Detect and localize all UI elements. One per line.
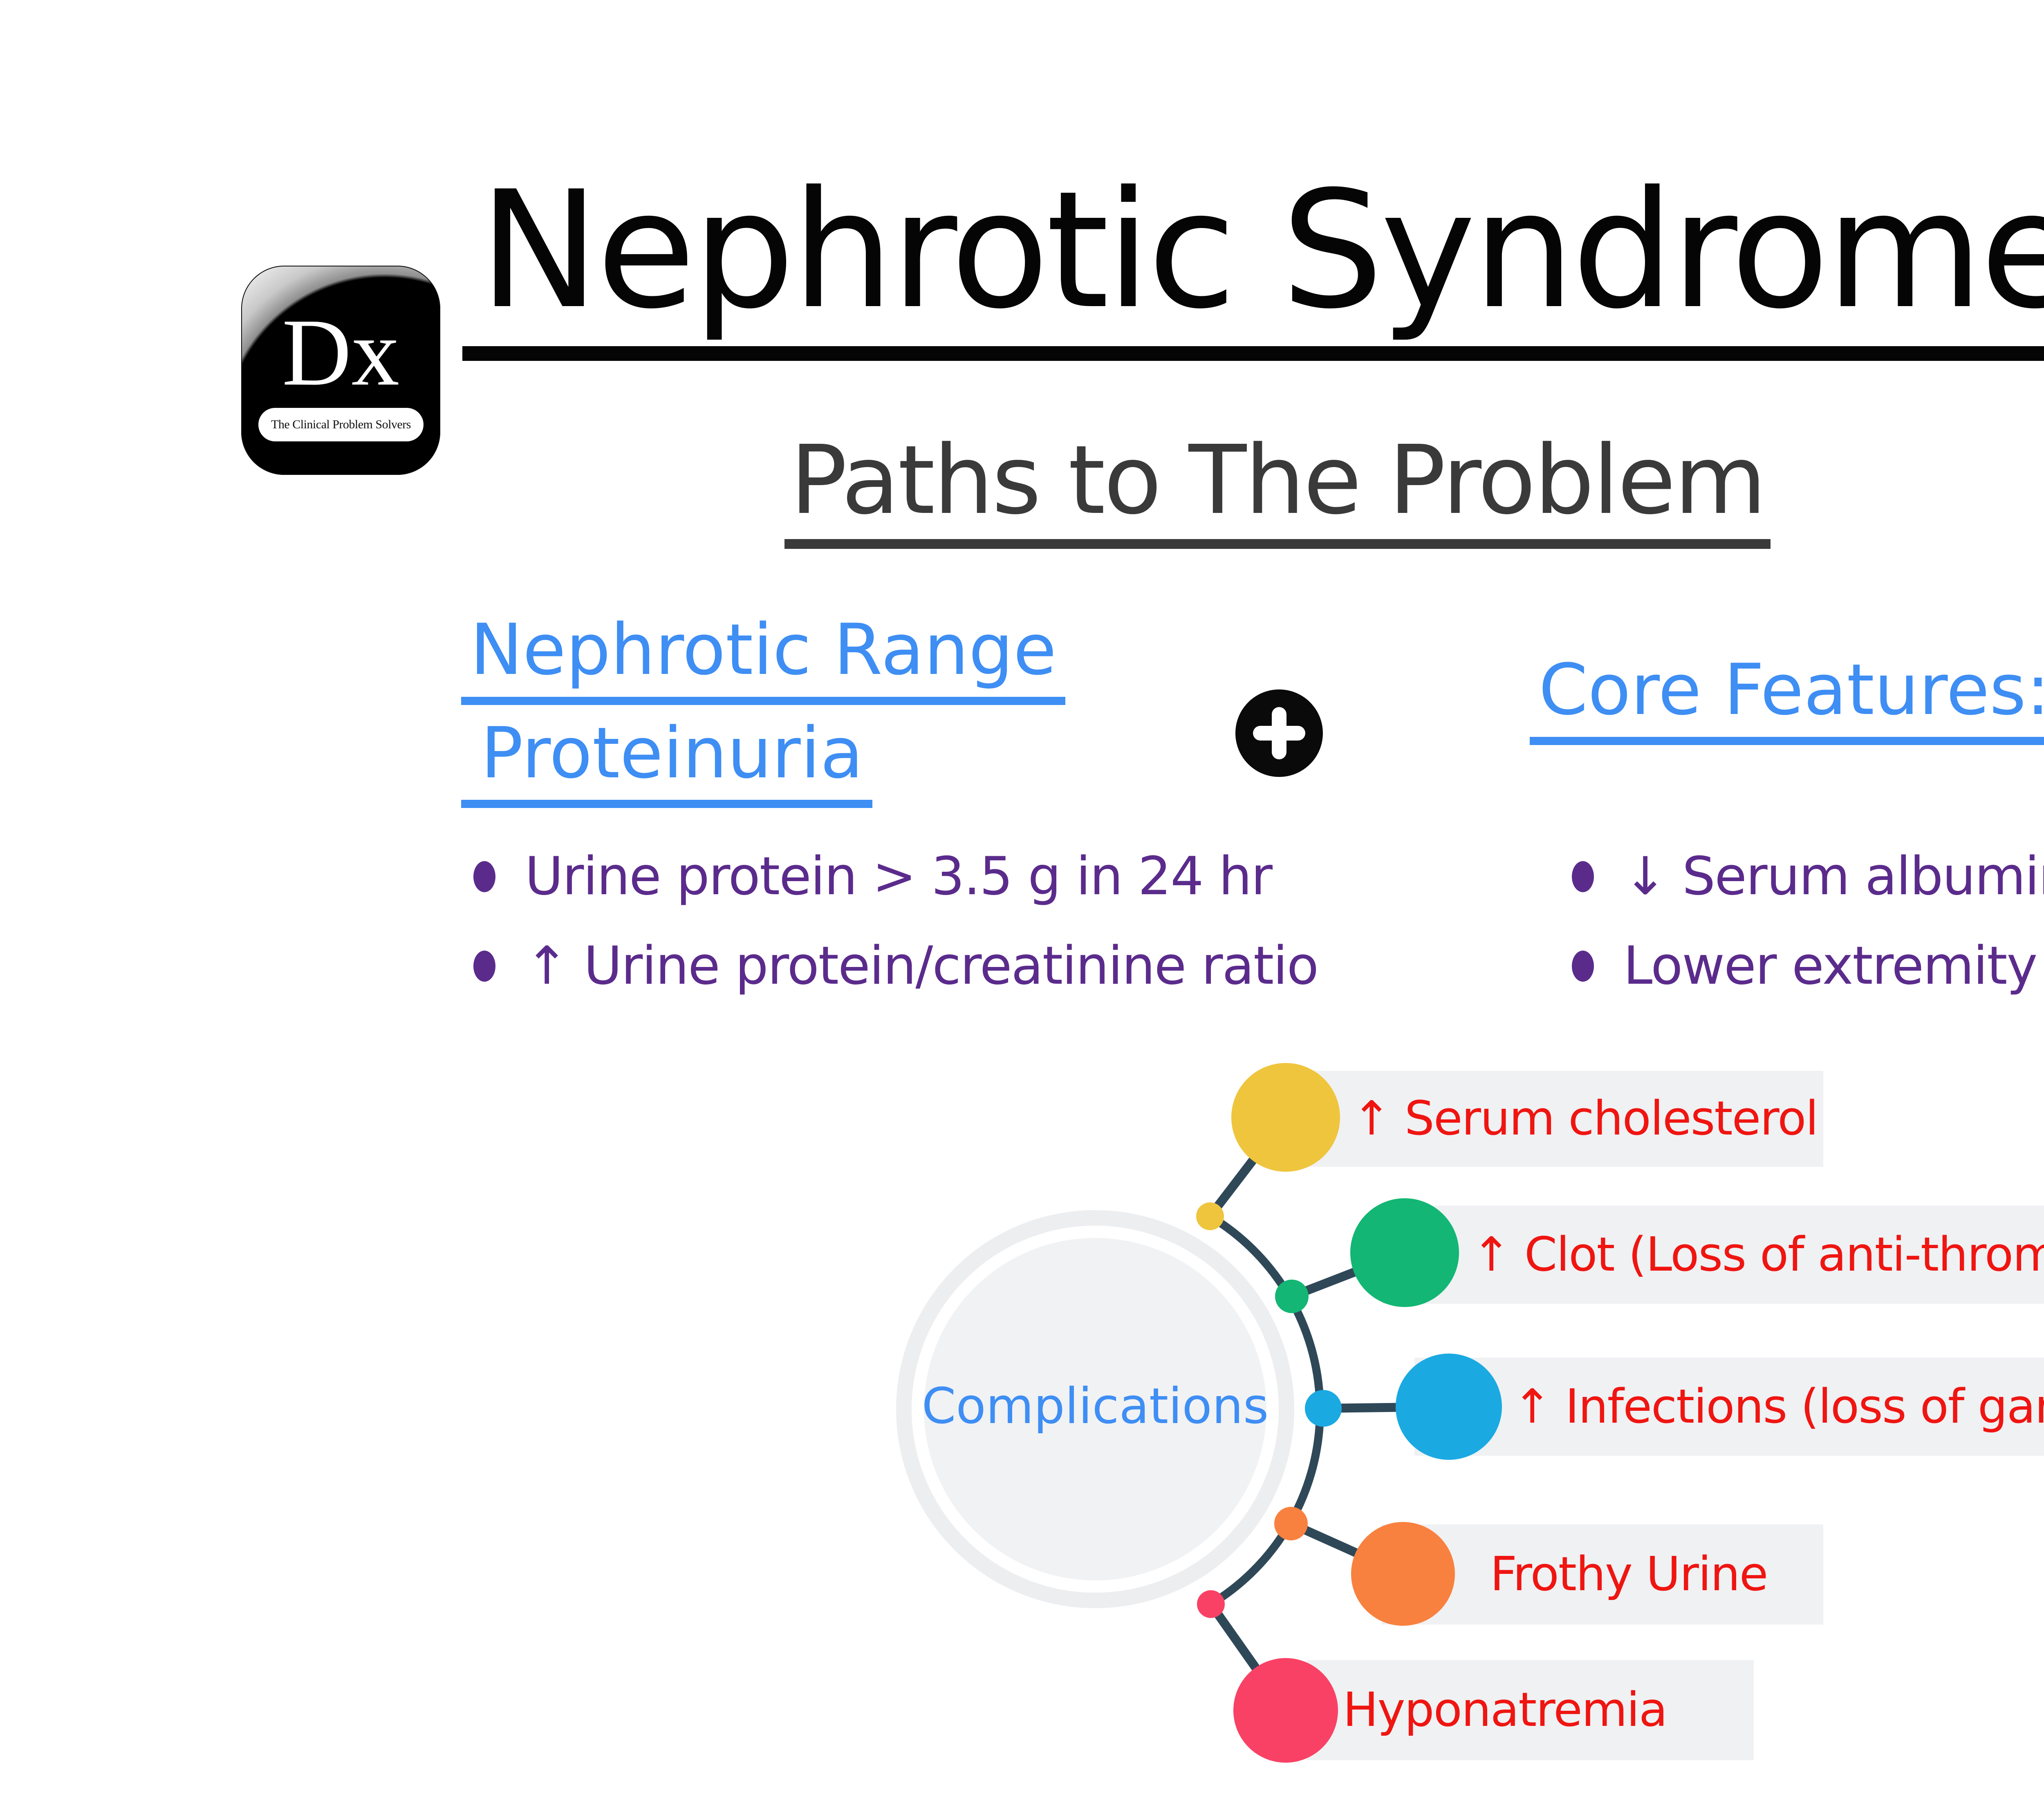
dx-logo: Dx The Clinical Problem Solvers: [241, 266, 440, 475]
node-circle-hyponatremia: [1233, 1658, 1338, 1763]
page-title-wrap: Nephrotic Syndrome: [0, 163, 2044, 361]
list-item: Urine protein > 3.5 g in 24 hr: [473, 832, 1318, 921]
complication-label-hyponatremia: Hyponatremia: [1343, 1683, 1667, 1737]
list-item: Lower extremity edema: [1572, 921, 2044, 1011]
bullet-dot-icon: [1572, 950, 1594, 982]
bullet-dot-icon: [473, 950, 495, 982]
page-title: Nephrotic Syndrome: [462, 163, 2044, 361]
proteinuria-bullet-list: Urine protein > 3.5 g in 24 hr ↑ Urine p…: [473, 832, 1319, 1011]
node-circle-clot: [1350, 1198, 1459, 1307]
complication-label-bg: [1414, 1358, 2044, 1456]
core-features-heading-wrap: Core Features:: [1530, 653, 2044, 745]
complications-hub: [924, 1238, 1266, 1580]
bullet-dot-icon: [1572, 861, 1594, 892]
core-features-heading: Core Features:: [1530, 653, 2044, 745]
complications-hub-label: Complications: [921, 1378, 1269, 1435]
bullet-text: Urine protein > 3.5 g in 24 hr: [525, 846, 1273, 907]
dx-tagline: The Clinical Problem Solvers: [258, 408, 424, 441]
complication-label-clot: ↑ Clot (Loss of anti-thrombin 3): [1472, 1227, 2044, 1282]
node-circle-cholesterol: [1231, 1063, 1340, 1172]
node-circle-infections: [1396, 1354, 1502, 1460]
bullet-text: ↑ Urine protein/creatinine ratio: [525, 935, 1319, 996]
page-subtitle: Paths to The Problem: [784, 429, 1771, 549]
core-features-bullet-list: ↓ Serum albumin (<3) Lower extremity ede…: [1572, 832, 2044, 1011]
node-dot-frothy-urine: [1274, 1507, 1308, 1540]
bullet-dot-icon: [473, 861, 495, 892]
plus-icon: [1235, 689, 1323, 777]
node-circle-frothy-urine: [1351, 1522, 1455, 1626]
proteinuria-heading-line2: Proteinuria: [461, 716, 872, 808]
node-dot-infections: [1305, 1390, 1342, 1427]
complication-label-infections: ↑ Infections (loss of gammaglobulins): [1513, 1379, 2044, 1434]
complication-label-bg: [1307, 1071, 1823, 1167]
list-item: ↓ Serum albumin (<3): [1572, 832, 2044, 921]
page-subtitle-wrap: Paths to The Problem: [0, 429, 2044, 549]
node-dot-clot: [1275, 1280, 1309, 1313]
bullet-text: Lower extremity edema: [1623, 935, 2044, 996]
complication-label-bg: [1382, 1206, 2044, 1304]
proteinuria-heading-line1: Nephrotic Range: [461, 613, 1066, 705]
complication-label-cholesterol: ↑ Serum cholesterol: [1352, 1091, 1818, 1146]
list-item: ↑ Urine protein/creatinine ratio: [473, 921, 1319, 1011]
proteinuria-heading: Nephrotic Range Proteinuria: [461, 613, 1066, 808]
complication-label-frothy-urine: Frothy Urine: [1490, 1547, 1768, 1602]
complication-label-bg: [1382, 1524, 1823, 1625]
node-dot-hyponatremia: [1197, 1590, 1225, 1618]
dx-monogram: Dx: [282, 299, 400, 405]
complication-label-bg: [1307, 1660, 1754, 1760]
node-dot-cholesterol: [1196, 1202, 1224, 1230]
bullet-text: ↓ Serum albumin (<3): [1623, 846, 2044, 907]
